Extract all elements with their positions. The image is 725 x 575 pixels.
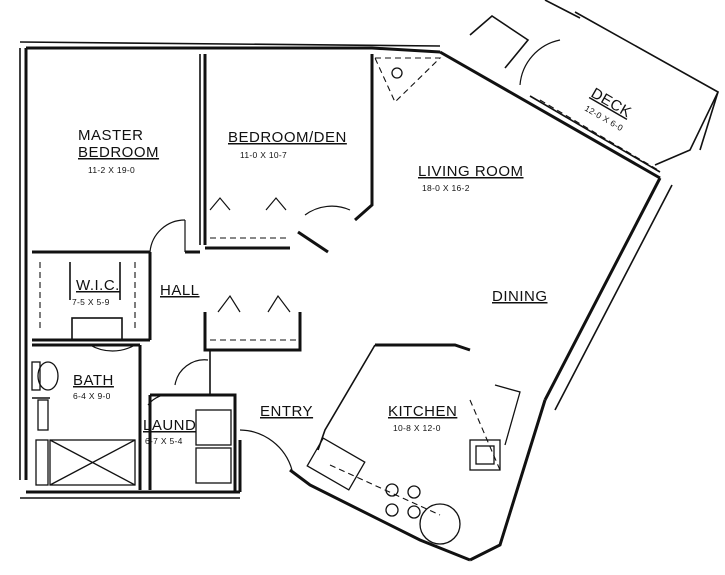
dining-label: DINING [492,288,548,305]
master-bedroom-label-2: BEDROOM [78,144,159,161]
bath-dims: 6-4 X 9-0 [73,391,111,401]
wic-label: W.I.C. [76,277,120,294]
bedroom-den-dims: 11-0 X 10-7 [240,150,287,160]
living-room-dims: 18-0 X 16-2 [422,183,470,193]
doors [89,197,351,471]
living-room-label: LIVING ROOM [418,163,524,180]
hall-label: HALL [160,282,200,299]
exterior-walls [19,41,673,562]
entry-label: ENTRY [260,403,313,420]
kitchen-label: KITCHEN [388,403,457,420]
bath-label: BATH [73,372,114,389]
bedroom-den-label: BEDROOM/DEN [228,129,347,146]
master-bedroom-label-1: MASTER [78,127,144,144]
wic-dims: 7-5 X 5-9 [72,297,110,307]
interior-walls [32,54,471,492]
fixtures [31,57,521,545]
laundry-label: LAUND [143,417,196,434]
laundry-dims: 6-7 X 5-4 [145,436,183,446]
kitchen-dims: 10-8 X 12-0 [393,423,441,433]
deck-structure [469,0,720,173]
room-labels: MASTER BEDROOM 11-2 X 19-0 BEDROOM/DEN 1… [72,85,634,446]
master-bedroom-dims: 11-2 X 19-0 [88,165,135,175]
